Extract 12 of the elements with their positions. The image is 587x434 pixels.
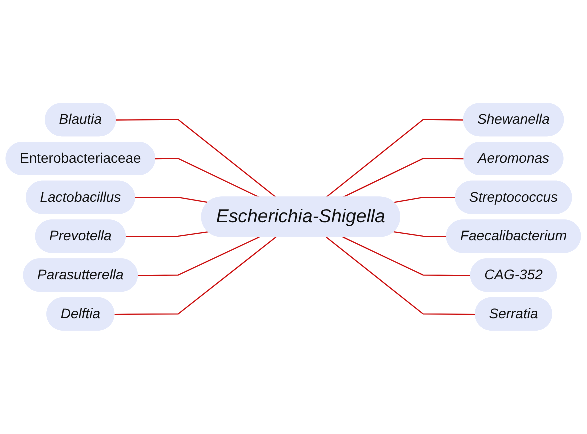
connector — [342, 236, 472, 276]
connector — [114, 236, 277, 316]
connector — [116, 119, 277, 198]
connector — [326, 236, 476, 316]
connector — [326, 119, 464, 198]
connector — [126, 232, 209, 238]
connector — [394, 196, 456, 204]
connector — [342, 158, 465, 198]
connector — [135, 196, 209, 204]
connector — [156, 158, 260, 198]
connector — [138, 236, 260, 276]
connector — [394, 232, 448, 238]
